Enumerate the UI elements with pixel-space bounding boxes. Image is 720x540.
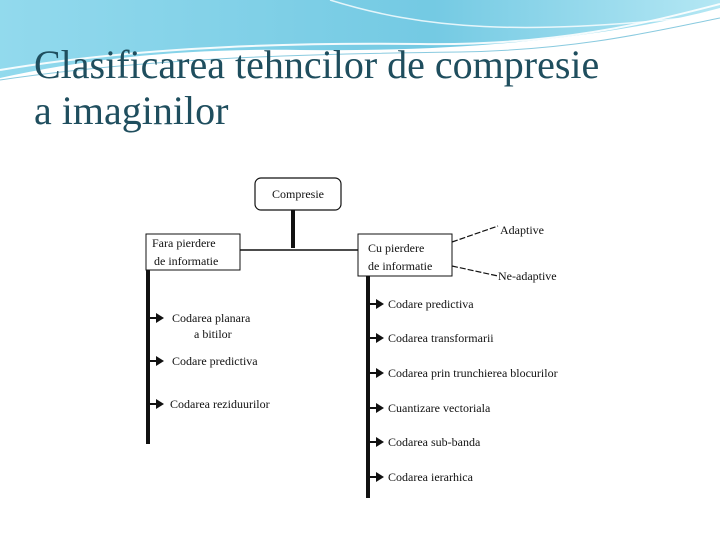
diagram-svg: Compresie Fara pierdere de informatie Cu… [145,177,558,498]
lossy-item: Cuantizare vectoriala [368,401,491,415]
lossy-item: Codarea sub-banda [368,435,481,449]
lossy-item: Codarea prin trunchierea blocurilor [368,366,558,380]
lossy-label-line1: Cu pierdere [368,241,424,255]
lossy-item-label: Codarea transformarii [388,331,494,345]
non-adaptive-connector [451,265,499,277]
adaptive-connector [451,225,499,243]
lossy-item-label: Codarea prin trunchierea blocurilor [388,366,558,380]
lossy-box [357,233,453,277]
lossy-item-label: Codarea sub-banda [388,435,481,449]
lossless-item: Codare predictiva [148,354,258,368]
lossy-item: Codarea ierarhica [368,470,474,484]
compression-classification-diagram: Compresie Fara pierdere de informatie Cu… [112,172,600,510]
lossless-box [145,233,241,271]
lossless-item: Codarea reziduurilor [148,397,270,411]
root-box [254,177,342,211]
lossless-item-label-line2: a bitilor [194,327,232,341]
variant-non-adaptive: Ne-adaptive [498,269,557,283]
variant-adaptive: Adaptive [500,223,544,237]
header-wave-decoration [0,0,720,81]
lossy-item-label: Codarea ierarhica [388,470,474,484]
lossless-item: Codarea planara a bitilor [148,311,251,341]
lossless-item-label: Codarea planara [172,311,251,325]
lossy-label-line2: de informatie [368,259,432,273]
lossy-item: Codare predictiva [368,297,474,311]
slide-title: Clasificarea tehncilor de compresie a im… [34,42,600,133]
lossy-item-label: Codare predictiva [388,297,474,311]
root-label: Compresie [272,187,324,201]
lossless-label-line2: de informatie [154,254,218,268]
lossless-label-line1: Fara pierdere [152,236,216,250]
lossy-item-label: Cuantizare vectoriala [388,401,491,415]
lossless-item-label: Codarea reziduurilor [170,397,270,411]
lossy-item: Codarea transformarii [368,331,494,345]
lossless-item-label: Codare predictiva [172,354,258,368]
